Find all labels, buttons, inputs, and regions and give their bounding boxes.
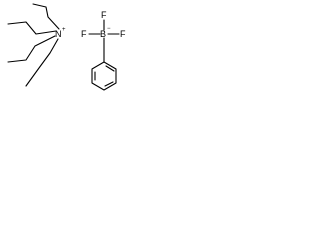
butyl-chain-2 <box>7 21 57 35</box>
fluorine-atom-label-right: F <box>120 29 126 39</box>
phenyl-ring <box>91 61 117 91</box>
butyl-chain-1 <box>32 3 60 30</box>
fluorine-atom-label-top: F <box>101 10 107 20</box>
boron-charge-label: − <box>107 26 111 32</box>
boron-atom-label: B <box>100 29 106 39</box>
tetrabutylammonium-cation: N + <box>7 3 66 87</box>
phenyltrifluoroborate-anion: F F F B − <box>81 10 126 91</box>
chemical-structure-diagram: N + F F F B − <box>7 3 126 91</box>
butyl-chain-3 <box>7 35 56 63</box>
phenyl-double-bond-2 <box>104 81 114 87</box>
nitrogen-atom-label: N <box>55 29 62 39</box>
nitrogen-charge-label: + <box>62 27 66 33</box>
phenyl-double-bond-1 <box>105 65 115 72</box>
butyl-chain-4 <box>25 38 59 87</box>
fluorine-atom-label-left: F <box>81 29 87 39</box>
